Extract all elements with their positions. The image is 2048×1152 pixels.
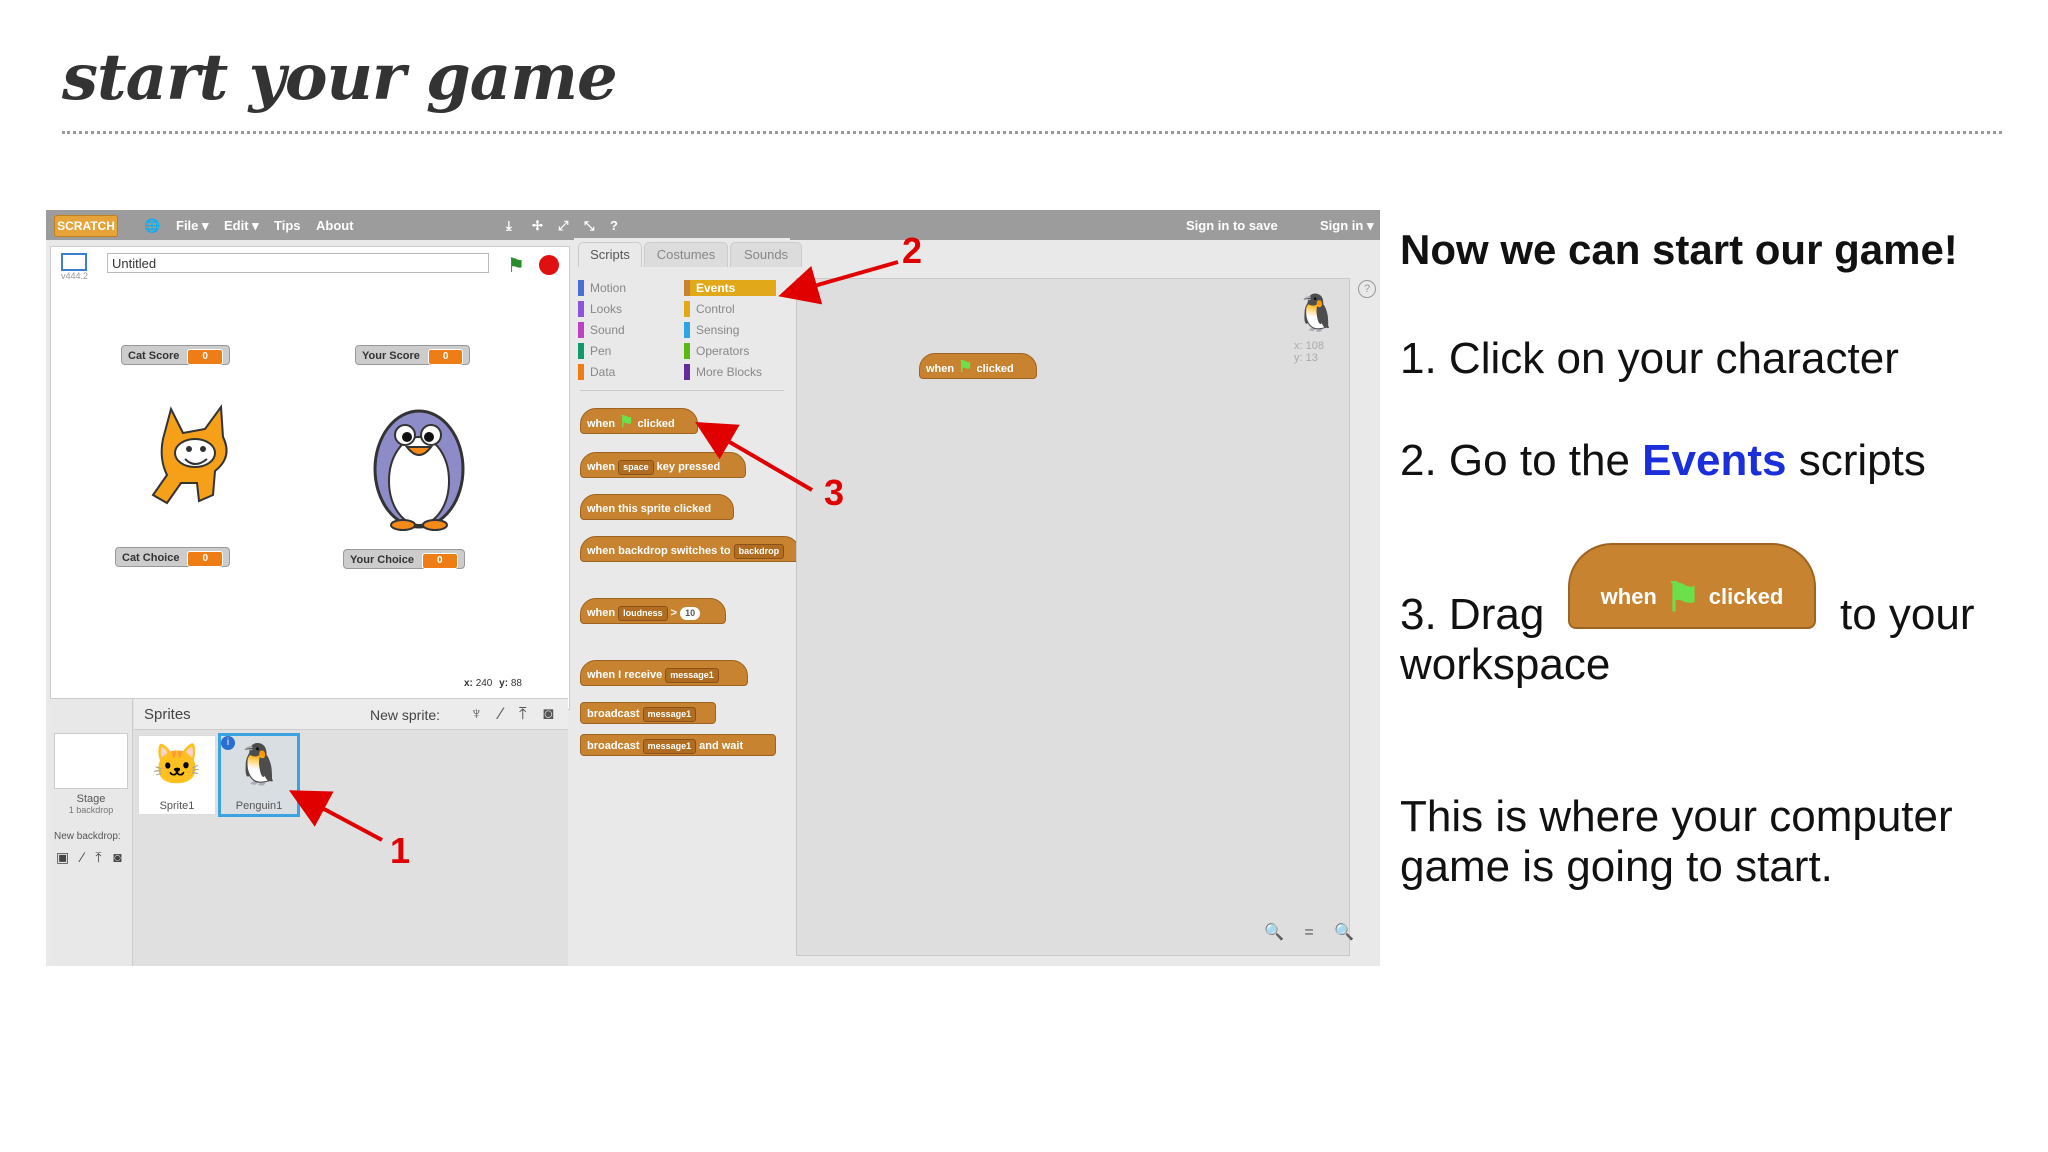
green-flag-icon: ⚑ [1664, 576, 1701, 621]
new-backdrop-icons[interactable]: ▣ ⁄ ⤒ ◙ [56, 849, 126, 865]
title-divider [62, 131, 2002, 134]
arrow-2 [778, 260, 899, 305]
step-2: 2. Go to the Events scripts [1400, 436, 1926, 485]
stage-thumbnail[interactable] [54, 733, 128, 789]
menu-file[interactable]: File ▾ [176, 218, 209, 233]
version-label: v444.2 [61, 271, 89, 281]
slide-title: start your game [62, 40, 618, 115]
events-highlight: Events [1642, 436, 1787, 485]
grow-icon[interactable]: ⤢ [558, 218, 569, 233]
info-icon[interactable]: i [221, 736, 235, 750]
arrow-1 [288, 790, 383, 842]
stage-backdrop-count: 1 backdrop [68, 805, 114, 815]
annotation-2: 2 [902, 230, 923, 271]
step-3-pre: 3. Drag [1400, 590, 1545, 639]
penguin-thumbnail-icon: 🐧 [234, 743, 284, 787]
arrow-3 [695, 421, 814, 492]
workspace-block-when-flag-clicked[interactable]: when⚑clicked [919, 353, 1037, 379]
sprite-tile-penguin1[interactable]: i 🐧 Penguin1 [218, 733, 300, 817]
scratch-editor-screenshot: SCRATCH 🌐 File ▾ Edit ▾ Tips About ⤓ ✢ ⤢… [46, 210, 1380, 966]
step-3-line2: workspace [1400, 640, 1611, 689]
stage-mouse-coords: x: 240 y: 88 [464, 678, 522, 689]
green-flag-icon: ⚑ [619, 414, 634, 431]
tab-costumes[interactable]: Costumes [644, 242, 728, 267]
menu-about[interactable]: About [316, 218, 354, 233]
category-data[interactable]: Data [578, 364, 615, 380]
when-flag-clicked-block-illustration: when⚑clicked [1568, 543, 1816, 629]
stage-column: Stage 1 backdrop New backdrop: ▣ ⁄ ⤒ ◙ [50, 699, 133, 966]
category-control[interactable]: Control [684, 301, 735, 317]
delete-cut-icon[interactable]: ✢ [532, 218, 543, 233]
step-3-post: to your [1840, 590, 1975, 639]
tab-scripts[interactable]: Scripts [578, 242, 642, 267]
category-events[interactable]: Events [684, 280, 776, 296]
globe-icon[interactable]: 🌐 [144, 218, 161, 233]
note-line-2: game is going to start. [1400, 842, 1833, 891]
scripts-workspace[interactable]: when⚑clicked [796, 278, 1350, 956]
new-sprite-icons[interactable]: ♆ ⁄ ⤒ ◙ [470, 704, 560, 723]
category-looks[interactable]: Looks [578, 301, 622, 317]
category-sensing[interactable]: Sensing [684, 322, 739, 338]
new-backdrop-label: New backdrop: [54, 831, 121, 842]
category-sound[interactable]: Sound [578, 322, 625, 338]
step-1: 1. Click on your character [1400, 334, 1899, 383]
block-when-sprite-clicked[interactable]: when this sprite clicked [580, 494, 734, 520]
block-help-icon[interactable]: ? [610, 218, 618, 233]
sprites-header: Sprites New sprite: ♆ ⁄ ⤒ ◙ [134, 699, 568, 730]
green-flag-button[interactable]: ⚑ [507, 255, 525, 277]
instruction-heading: Now we can start our game! [1400, 226, 1958, 273]
block-when-flag-clicked[interactable]: when⚑clicked [580, 408, 698, 434]
editor-tabs: Scripts Costumes Sounds [574, 238, 802, 267]
sprite-tile-sprite1[interactable]: 🐱 Sprite1 [138, 735, 216, 815]
duplicate-stamp-icon[interactable]: ⤓ [506, 218, 512, 233]
menu-edit[interactable]: Edit ▾ [224, 218, 259, 233]
penguin-sprite[interactable] [367, 397, 471, 533]
annotation-1: 1 [390, 830, 411, 871]
scratch-logo[interactable]: SCRATCH [54, 215, 118, 237]
sign-in-to-save-link[interactable]: Sign in to save [1186, 218, 1278, 233]
sign-in-menu[interactable]: Sign in ▾ [1320, 218, 1374, 233]
shrink-icon[interactable]: ⤡ [584, 218, 595, 233]
category-motion[interactable]: Motion [578, 280, 626, 296]
sprites-title: Sprites [144, 706, 191, 723]
menu-bar: SCRATCH 🌐 File ▾ Edit ▾ Tips About ⤓ ✢ ⤢… [46, 210, 1380, 240]
fullscreen-icon[interactable] [61, 253, 87, 271]
note-line-1: This is where your computer [1400, 792, 1953, 841]
palette-divider [580, 390, 784, 391]
zoom-controls[interactable]: 🔍 = 🔍 [1264, 924, 1363, 941]
category-operators[interactable]: Operators [684, 343, 749, 359]
category-pen[interactable]: Pen [578, 343, 611, 359]
new-sprite-label: New sprite: [370, 707, 441, 723]
help-icon[interactable]: ? [1358, 280, 1376, 298]
annotation-3: 3 [824, 472, 845, 513]
tab-sounds[interactable]: Sounds [730, 242, 802, 267]
cat-thumbnail-icon: 🐱 [152, 743, 202, 787]
block-palette: Scripts Costumes Sounds Motion Looks Sou… [574, 238, 802, 966]
stage-label: Stage [76, 793, 106, 805]
green-flag-icon: ⚑ [958, 359, 973, 376]
cat-sprite[interactable] [141, 399, 247, 511]
sprite-pane: Stage 1 backdrop New backdrop: ▣ ⁄ ⤒ ◙ S… [50, 698, 568, 966]
project-title-input[interactable]: Untitled [107, 253, 489, 273]
stop-button[interactable] [539, 255, 559, 275]
menu-tips[interactable]: Tips [274, 218, 301, 233]
category-more-blocks[interactable]: More Blocks [684, 364, 762, 380]
penguin-corner-thumbnail: 🐧 [1294, 292, 1339, 333]
workspace-sprite-coords: x: 108 y: 13 [1294, 340, 1324, 364]
